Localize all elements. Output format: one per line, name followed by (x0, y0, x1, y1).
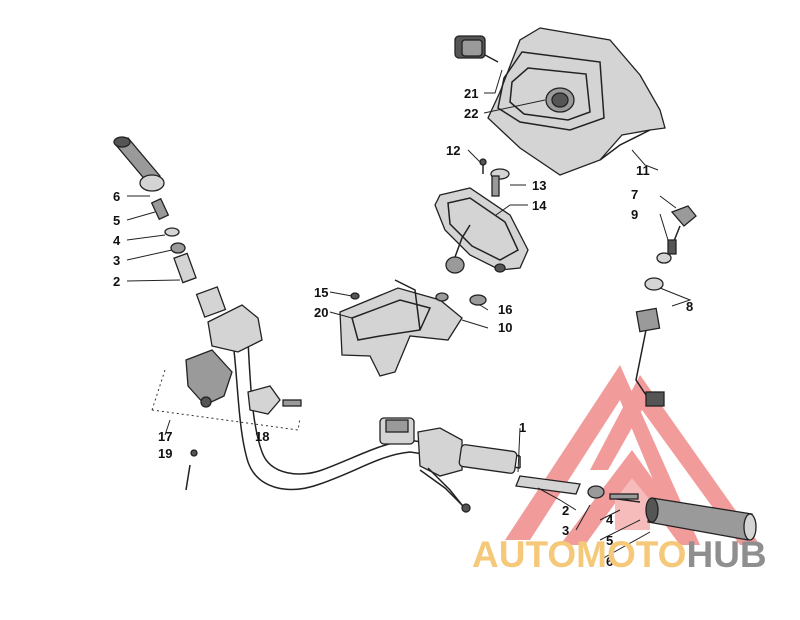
callout-2-right: 2 (562, 503, 569, 518)
callout-12: 12 (446, 143, 460, 158)
callout-21: 21 (464, 86, 478, 101)
throttle-tube-1 (458, 444, 518, 474)
callout-5-right: 5 (606, 533, 613, 548)
callout-1: 1 (519, 420, 526, 435)
callout-20: 20 (314, 305, 328, 320)
callout-3-right: 3 (562, 523, 569, 538)
callout-6-right: 6 (606, 554, 613, 569)
callout-6-left: 6 (113, 189, 120, 204)
callout-11: 11 (636, 163, 650, 178)
watermark-text: AUTOMOTOHUB (472, 534, 767, 575)
leader-lines (126, 69, 692, 561)
callout-22: 22 (464, 106, 478, 121)
left-switch-housing (195, 286, 263, 353)
ignition-switch-8 (635, 277, 665, 407)
screw-12 (479, 158, 487, 174)
callout-5-left: 5 (113, 213, 120, 228)
left-small-parts (150, 197, 197, 284)
ignition-nut-9 (656, 252, 672, 264)
group-boundary (151, 369, 301, 431)
callout-18: 18 (255, 429, 269, 444)
callout-4-left: 4 (113, 233, 121, 248)
callout-2-left: 2 (113, 274, 120, 289)
clamp-18 (247, 385, 302, 415)
callout-14: 14 (532, 198, 547, 213)
callout-9: 9 (631, 207, 638, 222)
key-7 (667, 205, 697, 255)
switch-assembly-17 (185, 349, 233, 408)
callout-19: 19 (158, 446, 172, 461)
callout-4-right: 4 (606, 512, 614, 527)
watermark-part2: HUB (686, 534, 766, 575)
callout-15: 15 (314, 285, 328, 300)
mounting-bracket (339, 279, 487, 377)
right-small-parts (515, 475, 641, 503)
cable-19 (185, 449, 198, 491)
right-grip (645, 497, 757, 541)
brake-lever-assembly (379, 417, 471, 513)
callout-8: 8 (686, 299, 693, 314)
instrument-pod-cover (487, 27, 666, 176)
callout-7: 7 (631, 187, 638, 202)
callout-10: 10 (498, 320, 512, 335)
speedometer-housing (434, 187, 529, 274)
watermark-part1: AUTOMOTO (472, 534, 686, 575)
callout-3-left: 3 (113, 253, 120, 268)
gauge-22 (545, 87, 575, 113)
callout-13: 13 (532, 178, 546, 193)
left-grip (113, 136, 165, 192)
callout-16: 16 (498, 302, 512, 317)
indicator-21 (454, 35, 499, 63)
callout-17: 17 (158, 429, 172, 444)
bolt-13 (490, 168, 510, 197)
